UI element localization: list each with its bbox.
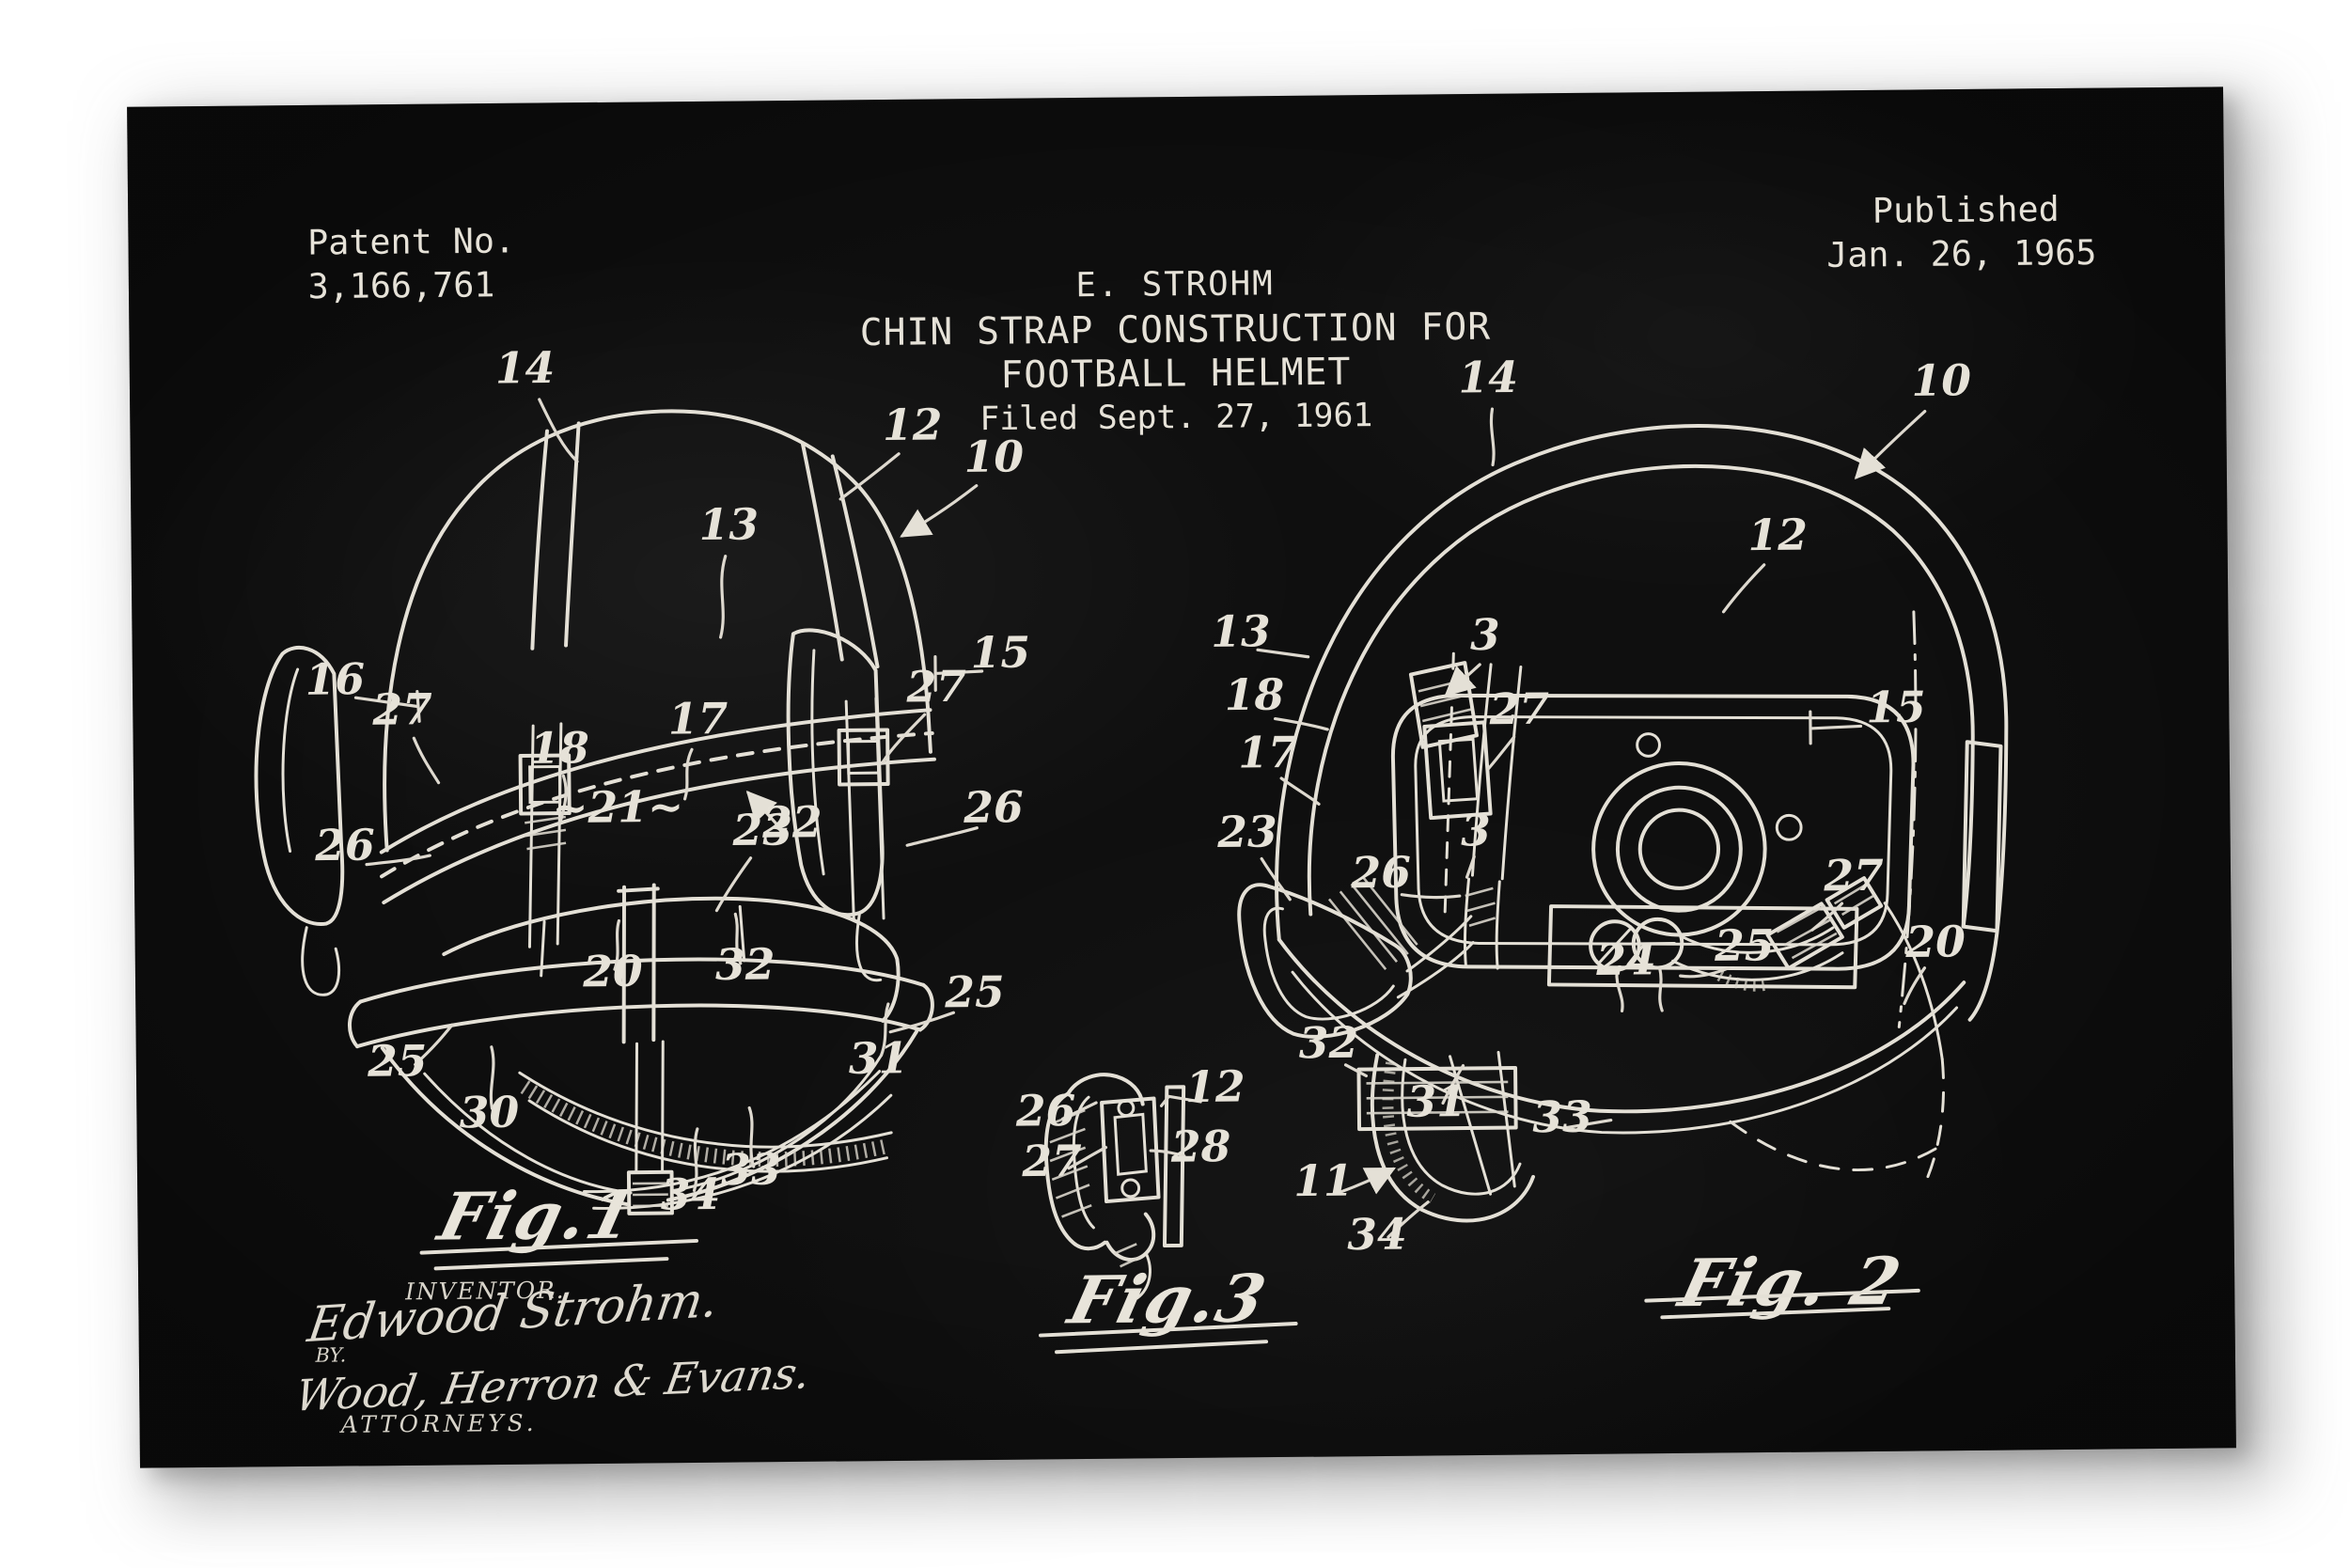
callout-15: 15 xyxy=(1866,682,1926,733)
callout-12: 12 xyxy=(883,399,943,450)
callout-30: 30 xyxy=(460,1087,520,1138)
callout-17: 17 xyxy=(1238,727,1298,778)
callout-18: 18 xyxy=(1225,669,1285,721)
callout-34: 34 xyxy=(661,1168,721,1220)
callout-12: 12 xyxy=(1185,1061,1246,1113)
callout-27: 27 xyxy=(1021,1136,1082,1187)
callout-13: 13 xyxy=(1211,605,1271,657)
published-label: Published xyxy=(1872,189,2060,231)
callout-26: 26 xyxy=(314,820,375,871)
fig3-buckle-detail-drawing xyxy=(1043,1073,1202,1300)
callout-28: 28 xyxy=(1170,1121,1231,1172)
fig3-callouts: 26 12 27 28 xyxy=(1015,1061,1246,1187)
callout-23: 23 xyxy=(1216,806,1277,857)
patent-title-line1: CHIN STRAP CONSTRUCTION FOR xyxy=(860,306,1492,354)
callout-11: 11 xyxy=(1293,1155,1354,1207)
fig2-side-view-drawing xyxy=(1237,407,2009,1239)
patent-title-line2: FOOTBALL HELMET xyxy=(1000,351,1351,398)
callout-25: 25 xyxy=(1714,919,1775,971)
callout-26: 26 xyxy=(963,781,1024,833)
callout-31: 31 xyxy=(1406,1075,1466,1127)
callout-23: 23 xyxy=(731,804,792,855)
callout-27: 27 xyxy=(1488,683,1549,735)
fig1-label: Fig.1 xyxy=(430,1176,644,1255)
svg-text:Edwood Strohm.: Edwood Strohm. xyxy=(304,1272,723,1354)
callout-31: 31 xyxy=(849,1032,909,1084)
header-block: Patent No. 3,166,761 Published Jan. 26, … xyxy=(307,189,2097,306)
fig1-front-view-drawing xyxy=(254,398,984,1215)
inventor-name: E. STROHM xyxy=(1075,264,1275,305)
callout-14: 14 xyxy=(1458,352,1518,403)
callout-14: 14 xyxy=(495,342,556,394)
callout-18: 18 xyxy=(529,722,589,774)
filed-date: Filed Sept. 27, 1961 xyxy=(979,397,1372,438)
svg-text:Fig.1: Fig.1 xyxy=(430,1176,644,1255)
callout-33: 33 xyxy=(1532,1091,1592,1143)
callout-22: 22 xyxy=(761,796,822,848)
patent-no-value: 3,166,761 xyxy=(307,264,494,306)
callout-24: 24 xyxy=(1595,933,1656,985)
callout-3: 3 xyxy=(1461,805,1491,855)
callout-32: 32 xyxy=(1298,1017,1358,1069)
callout-17: 17 xyxy=(668,693,728,745)
callout-20: 20 xyxy=(582,946,643,997)
callout-13: 13 xyxy=(698,498,759,550)
callout-15: 15 xyxy=(970,627,1030,679)
callout-21: ~21~ xyxy=(552,781,683,833)
callout-26: 26 xyxy=(1015,1085,1076,1137)
by-label: BY. xyxy=(314,1343,346,1366)
callout-3: 3 xyxy=(1470,609,1500,660)
callout-16: 16 xyxy=(305,653,365,705)
callout-10: 10 xyxy=(964,431,1024,482)
callout-25: 25 xyxy=(367,1035,428,1087)
patent-no-label: Patent No. xyxy=(307,220,515,262)
attorneys-label: ATTORNEYS. xyxy=(339,1409,538,1438)
published-date: Jan. 26, 1965 xyxy=(1826,232,2097,275)
inventor-signature: Edwood Strohm. xyxy=(304,1272,723,1354)
callout-12: 12 xyxy=(1747,510,1808,561)
callout-33: 33 xyxy=(721,1144,781,1196)
callout-20: 20 xyxy=(1904,916,1966,967)
callout-27: 27 xyxy=(371,683,432,735)
callout-27: 27 xyxy=(905,661,966,713)
chalkboard-canvas: Patent No. 3,166,761 Published Jan. 26, … xyxy=(127,86,2236,1468)
callout-25: 25 xyxy=(944,966,1005,1018)
callout-26: 26 xyxy=(1350,847,1411,899)
callout-27: 27 xyxy=(1823,850,1884,902)
callout-34: 34 xyxy=(1347,1209,1407,1261)
callout-10: 10 xyxy=(1911,354,1971,406)
patent-drawing: Patent No. 3,166,761 Published Jan. 26, … xyxy=(254,189,2097,1438)
title-block: E. STROHM CHIN STRAP CONSTRUCTION FOR FO… xyxy=(860,264,1492,438)
callout-32: 32 xyxy=(715,938,776,990)
inventor-label: INVENTOR. xyxy=(404,1277,566,1306)
signature-block: INVENTOR. Edwood Strohm. BY. Wood, Herro… xyxy=(291,1272,814,1438)
